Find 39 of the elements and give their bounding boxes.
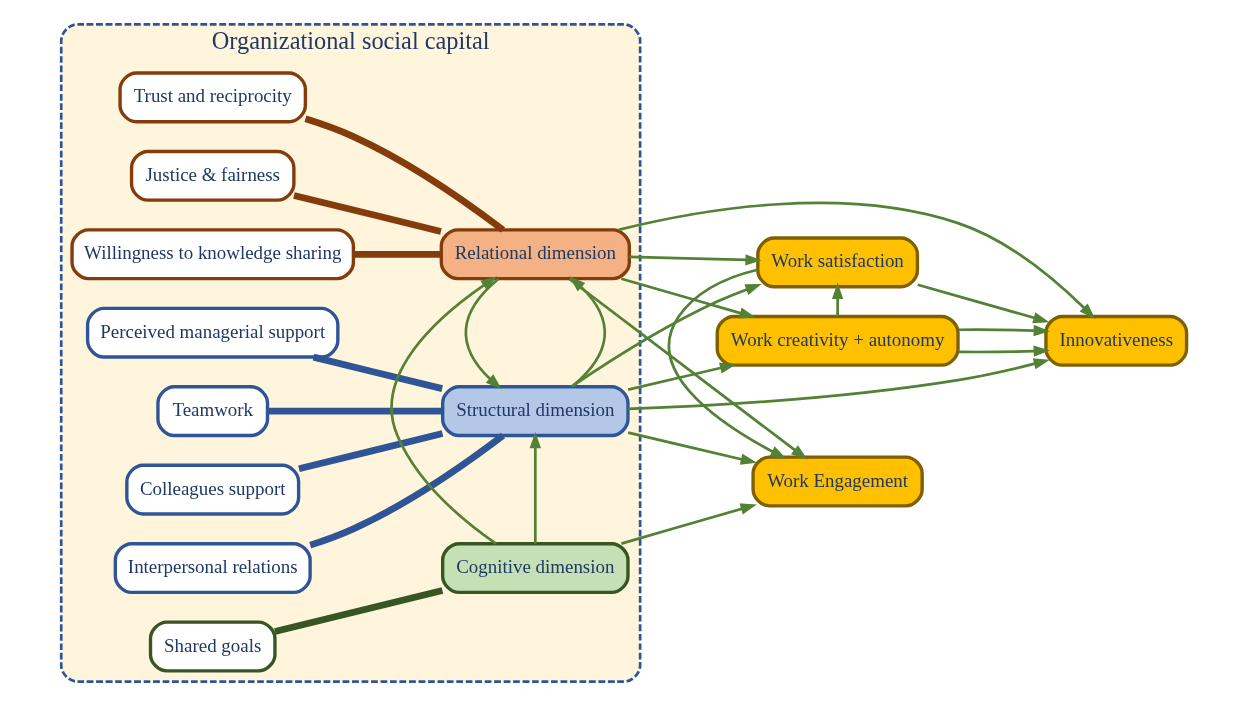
arrow bbox=[464, 278, 502, 390]
node-box: Cognitive dimension bbox=[440, 542, 630, 595]
node-box: Willingness to knowledge sharing bbox=[69, 228, 355, 281]
connector bbox=[303, 115, 505, 233]
connector bbox=[312, 353, 443, 392]
node-box: Relational dimension bbox=[439, 228, 631, 281]
connector bbox=[297, 430, 443, 473]
arrow bbox=[627, 431, 757, 465]
arrow bbox=[529, 431, 541, 544]
node-box: Teamwork bbox=[155, 385, 269, 438]
connector bbox=[352, 250, 441, 258]
arrow bbox=[916, 283, 1049, 324]
node-box: Work satisfaction bbox=[755, 236, 919, 289]
node-box: Shared goals bbox=[148, 620, 277, 673]
node-box: Colleagues support bbox=[124, 463, 300, 516]
arrow bbox=[831, 282, 843, 317]
connector bbox=[267, 407, 443, 415]
node-box: Structural dimension bbox=[440, 385, 630, 438]
arrow bbox=[628, 254, 762, 266]
arrow bbox=[957, 324, 1050, 337]
node-box: Work creativity + autonomy bbox=[715, 314, 960, 367]
arrow bbox=[620, 277, 756, 319]
node-box: Work Engagement bbox=[750, 455, 924, 508]
node-box: Trust and reciprocity bbox=[117, 71, 307, 124]
connector bbox=[308, 432, 505, 549]
arrow bbox=[957, 345, 1050, 357]
node-box: Justice & fairness bbox=[129, 149, 296, 202]
connector bbox=[292, 192, 442, 235]
arrow bbox=[667, 268, 787, 459]
arrow bbox=[570, 284, 762, 388]
connector bbox=[273, 587, 443, 635]
node-box: Interpersonal relations bbox=[113, 542, 312, 595]
node-box: Innovativeness bbox=[1043, 314, 1188, 367]
arrow bbox=[627, 362, 736, 391]
arrow bbox=[389, 276, 497, 545]
node-box: Perceived managerial support bbox=[85, 306, 340, 359]
arrow bbox=[617, 201, 1095, 319]
arrow bbox=[627, 358, 1050, 411]
arrow bbox=[620, 503, 757, 545]
